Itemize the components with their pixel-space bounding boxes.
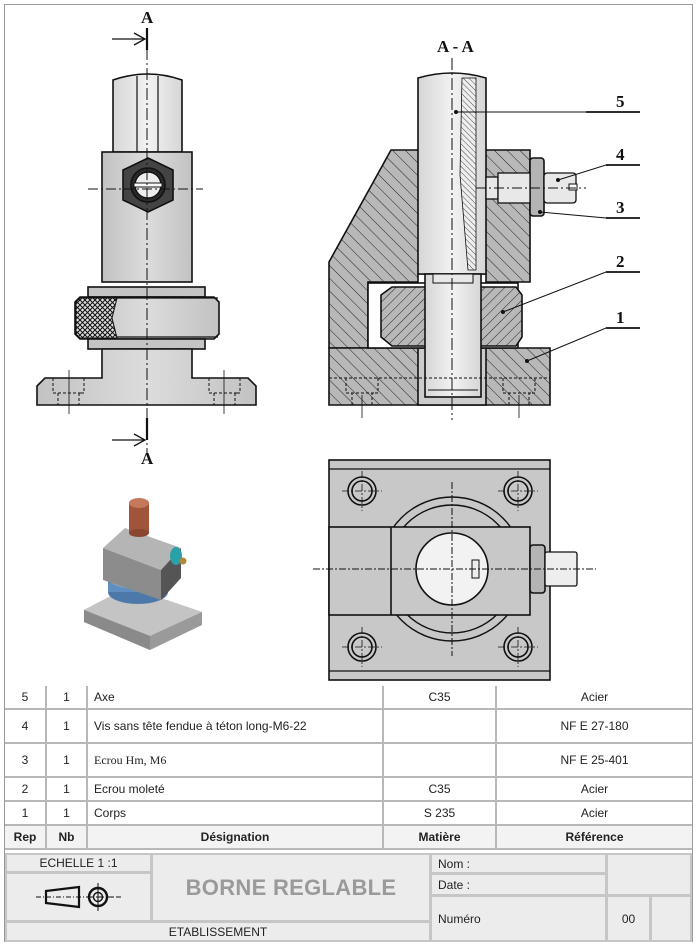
cell-matiere: C35 xyxy=(383,686,497,710)
header-rep: Rep xyxy=(5,825,47,850)
projection-symbol-icon xyxy=(35,883,122,911)
top-view xyxy=(313,459,596,681)
number-value: 00 xyxy=(606,895,651,942)
cell-reference: Acier xyxy=(496,686,692,710)
cell-designation: Corps xyxy=(87,801,384,826)
cell-rep: 1 xyxy=(5,801,47,826)
number-label: Numéro xyxy=(430,895,607,942)
cell-nb: 1 xyxy=(46,777,88,802)
header-nb: Nb xyxy=(46,825,88,850)
table-row: 5 1 Axe C35 Acier xyxy=(5,686,692,710)
callout-1: 1 xyxy=(616,308,625,327)
cell-designation: Ecrou Hm, M6 xyxy=(87,743,384,778)
cell-matiere: S 235 xyxy=(383,801,497,826)
cell-nb: 1 xyxy=(46,709,88,744)
cell-reference: NF E 27-180 xyxy=(496,709,692,744)
section-marker-top: A xyxy=(141,8,154,27)
table-row: 3 1 Ecrou Hm, M6 NF E 25-401 xyxy=(5,743,692,778)
cell-matiere: C35 xyxy=(383,777,497,802)
cell-designation: Ecrou moleté xyxy=(87,777,384,802)
callout-4: 4 xyxy=(616,145,625,164)
revision-cell xyxy=(606,853,692,896)
section-view-title: A - A xyxy=(437,37,475,56)
cell-rep: 2 xyxy=(5,777,47,802)
header-matiere: Matière xyxy=(383,825,497,850)
sheet-cell xyxy=(650,895,692,942)
projection-symbol-cell xyxy=(5,872,152,922)
table-row: 2 1 Ecrou moleté C35 Acier xyxy=(5,777,692,802)
table-row: 4 1 Vis sans tête fendue à téton long-M6… xyxy=(5,709,692,744)
cell-nb: 1 xyxy=(46,686,88,710)
cell-matiere xyxy=(383,709,497,744)
technical-drawing: A A xyxy=(36,8,640,681)
title-block: ECHELLE 1 :1 BORNE REGLABLE ETABLISSEMEN… xyxy=(5,853,692,942)
cell-rep: 3 xyxy=(5,743,47,778)
date-label: Date : xyxy=(430,873,607,896)
cell-nb: 1 xyxy=(46,743,88,778)
drawing-title: BORNE REGLABLE xyxy=(151,853,431,922)
cell-designation: Vis sans tête fendue à téton long-M6-22 xyxy=(87,709,384,744)
callout-2: 2 xyxy=(616,252,625,271)
isometric-view xyxy=(84,498,202,650)
cell-reference: NF E 25-401 xyxy=(496,743,692,778)
cell-designation: Axe xyxy=(87,686,384,710)
callout-5: 5 xyxy=(616,92,625,111)
establishment-label: ETABLISSEMENT xyxy=(5,921,431,942)
table-header-row: Rep Nb Désignation Matière Référence xyxy=(5,825,692,850)
front-view xyxy=(36,28,257,455)
parts-list-table: 5 1 Axe C35 Acier 4 1 Vis sans tête fend… xyxy=(5,686,692,850)
name-label: Nom : xyxy=(430,853,607,874)
scale-label: ECHELLE 1 :1 xyxy=(5,853,152,873)
section-marker-bottom: A xyxy=(141,449,154,468)
section-view xyxy=(328,58,640,420)
callout-3: 3 xyxy=(616,198,625,217)
header-reference: Référence xyxy=(496,825,692,850)
cell-rep: 4 xyxy=(5,709,47,744)
cell-reference: Acier xyxy=(496,777,692,802)
table-row: 1 1 Corps S 235 Acier xyxy=(5,801,692,826)
cell-nb: 1 xyxy=(46,801,88,826)
cell-reference: Acier xyxy=(496,801,692,826)
cell-rep: 5 xyxy=(5,686,47,710)
cell-matiere xyxy=(383,743,497,778)
header-designation: Désignation xyxy=(87,825,384,850)
